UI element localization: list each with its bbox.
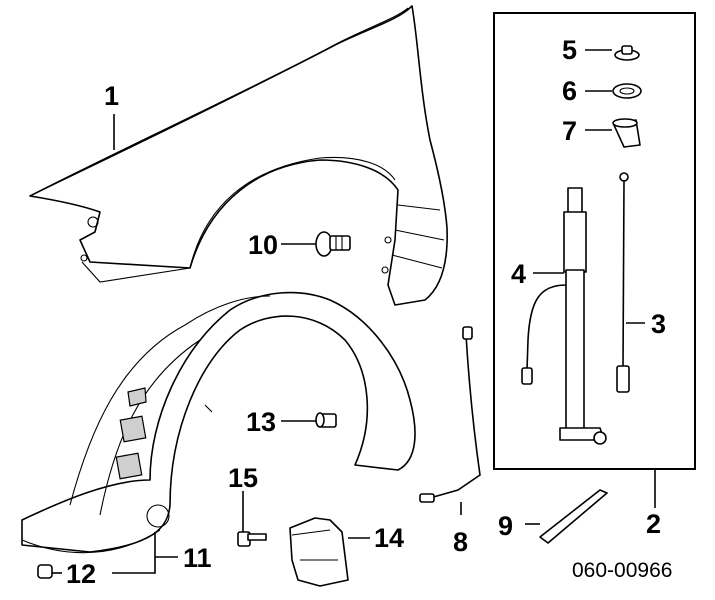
part-5-cap: [614, 45, 640, 61]
callout-13: 13: [246, 407, 276, 437]
callout-4: 4: [511, 259, 526, 289]
part-15-screw: [237, 531, 267, 547]
callout-12: 12: [66, 559, 96, 589]
part-6-gasket: [612, 83, 642, 99]
part-12-nut: [37, 564, 53, 579]
part-14-splash-guard: [289, 517, 349, 587]
part-4-antenna-motor: [521, 187, 607, 445]
part-7-bezel: [612, 118, 641, 148]
callout-6: 6: [562, 76, 577, 106]
part-1-front-fender: [29, 5, 448, 306]
part-2-antenna-assembly-box: [493, 12, 696, 470]
callout-10: 10: [248, 230, 278, 260]
reference-code: 060-00966: [572, 559, 672, 582]
leader-lines: [52, 49, 656, 574]
callout-15: 15: [228, 463, 258, 493]
part-3-antenna-mast: [616, 172, 630, 393]
callout-11: 11: [183, 543, 212, 573]
callout-7: 7: [562, 116, 577, 146]
callout-14: 14: [374, 523, 404, 553]
part-8-antenna-cable: [419, 326, 481, 503]
callout-5: 5: [562, 35, 577, 65]
callout-8: 8: [453, 527, 468, 557]
callout-9: 9: [498, 511, 513, 541]
part-13-grommet: [315, 412, 337, 428]
callout-2: 2: [646, 509, 661, 539]
callout-labels: 1 2 3 4 5 6 7 8 9 10 11 12 13 14 15 060-…: [66, 35, 672, 589]
part-11-fender-liner: [21, 291, 416, 554]
part-10-clip: [315, 231, 351, 257]
callout-3: 3: [651, 309, 666, 339]
part-9-bracket: [539, 489, 608, 544]
callout-1: 1: [104, 81, 119, 111]
